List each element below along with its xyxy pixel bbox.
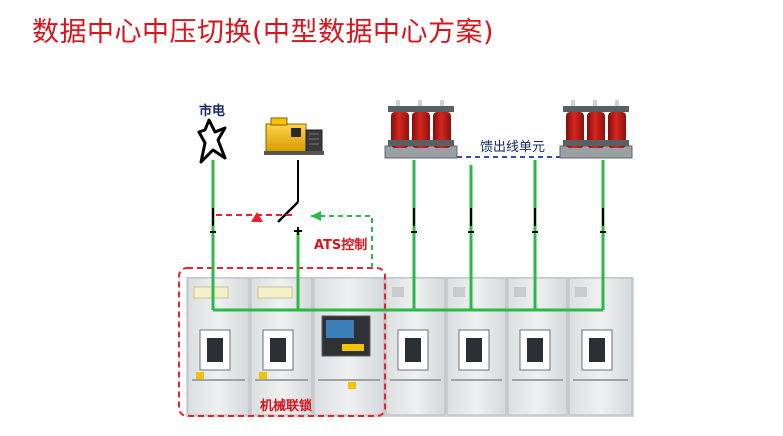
cabinet-feeder-4 xyxy=(568,277,633,416)
ats-switch xyxy=(277,160,302,235)
breaker-feeder-1 xyxy=(411,208,417,233)
cabinet-incoming-utility xyxy=(187,277,250,416)
ats-control-arrow-icon xyxy=(311,211,321,221)
ats-controller-screen xyxy=(326,320,354,338)
transformer-2-icon xyxy=(559,100,633,159)
cabinet-incoming-generator xyxy=(250,277,313,416)
busbar-lines xyxy=(211,160,605,312)
breaker-feeder-4 xyxy=(600,208,606,233)
interlock-triangle-icon xyxy=(251,212,263,222)
cabinet-feeder-3 xyxy=(507,277,568,416)
switchgear-lineup xyxy=(186,277,634,417)
cabinet-ats-controller xyxy=(313,277,385,416)
breaker-feeder-3 xyxy=(532,208,538,233)
mechanical-interlock-label: 机械联锁 xyxy=(260,399,313,414)
ats-control-label: ATS控制 xyxy=(314,238,368,253)
transformer-1-icon xyxy=(384,100,458,159)
cabinet-feeder-2 xyxy=(446,277,507,416)
mechanical-interlock-box xyxy=(178,267,386,417)
feeder-unit-label: 馈出线单元 xyxy=(480,140,546,155)
page-title: 数据中心中压切换(中型数据中心方案) xyxy=(32,17,495,48)
breaker-feeder-2 xyxy=(468,208,474,233)
breaker-utility xyxy=(210,208,216,233)
generator-icon xyxy=(264,117,324,155)
utility-grid-label: 市电 xyxy=(199,104,226,119)
ats-control-dashed-line xyxy=(311,215,373,272)
utility-tower-icon xyxy=(197,118,227,164)
breakers xyxy=(210,208,606,233)
